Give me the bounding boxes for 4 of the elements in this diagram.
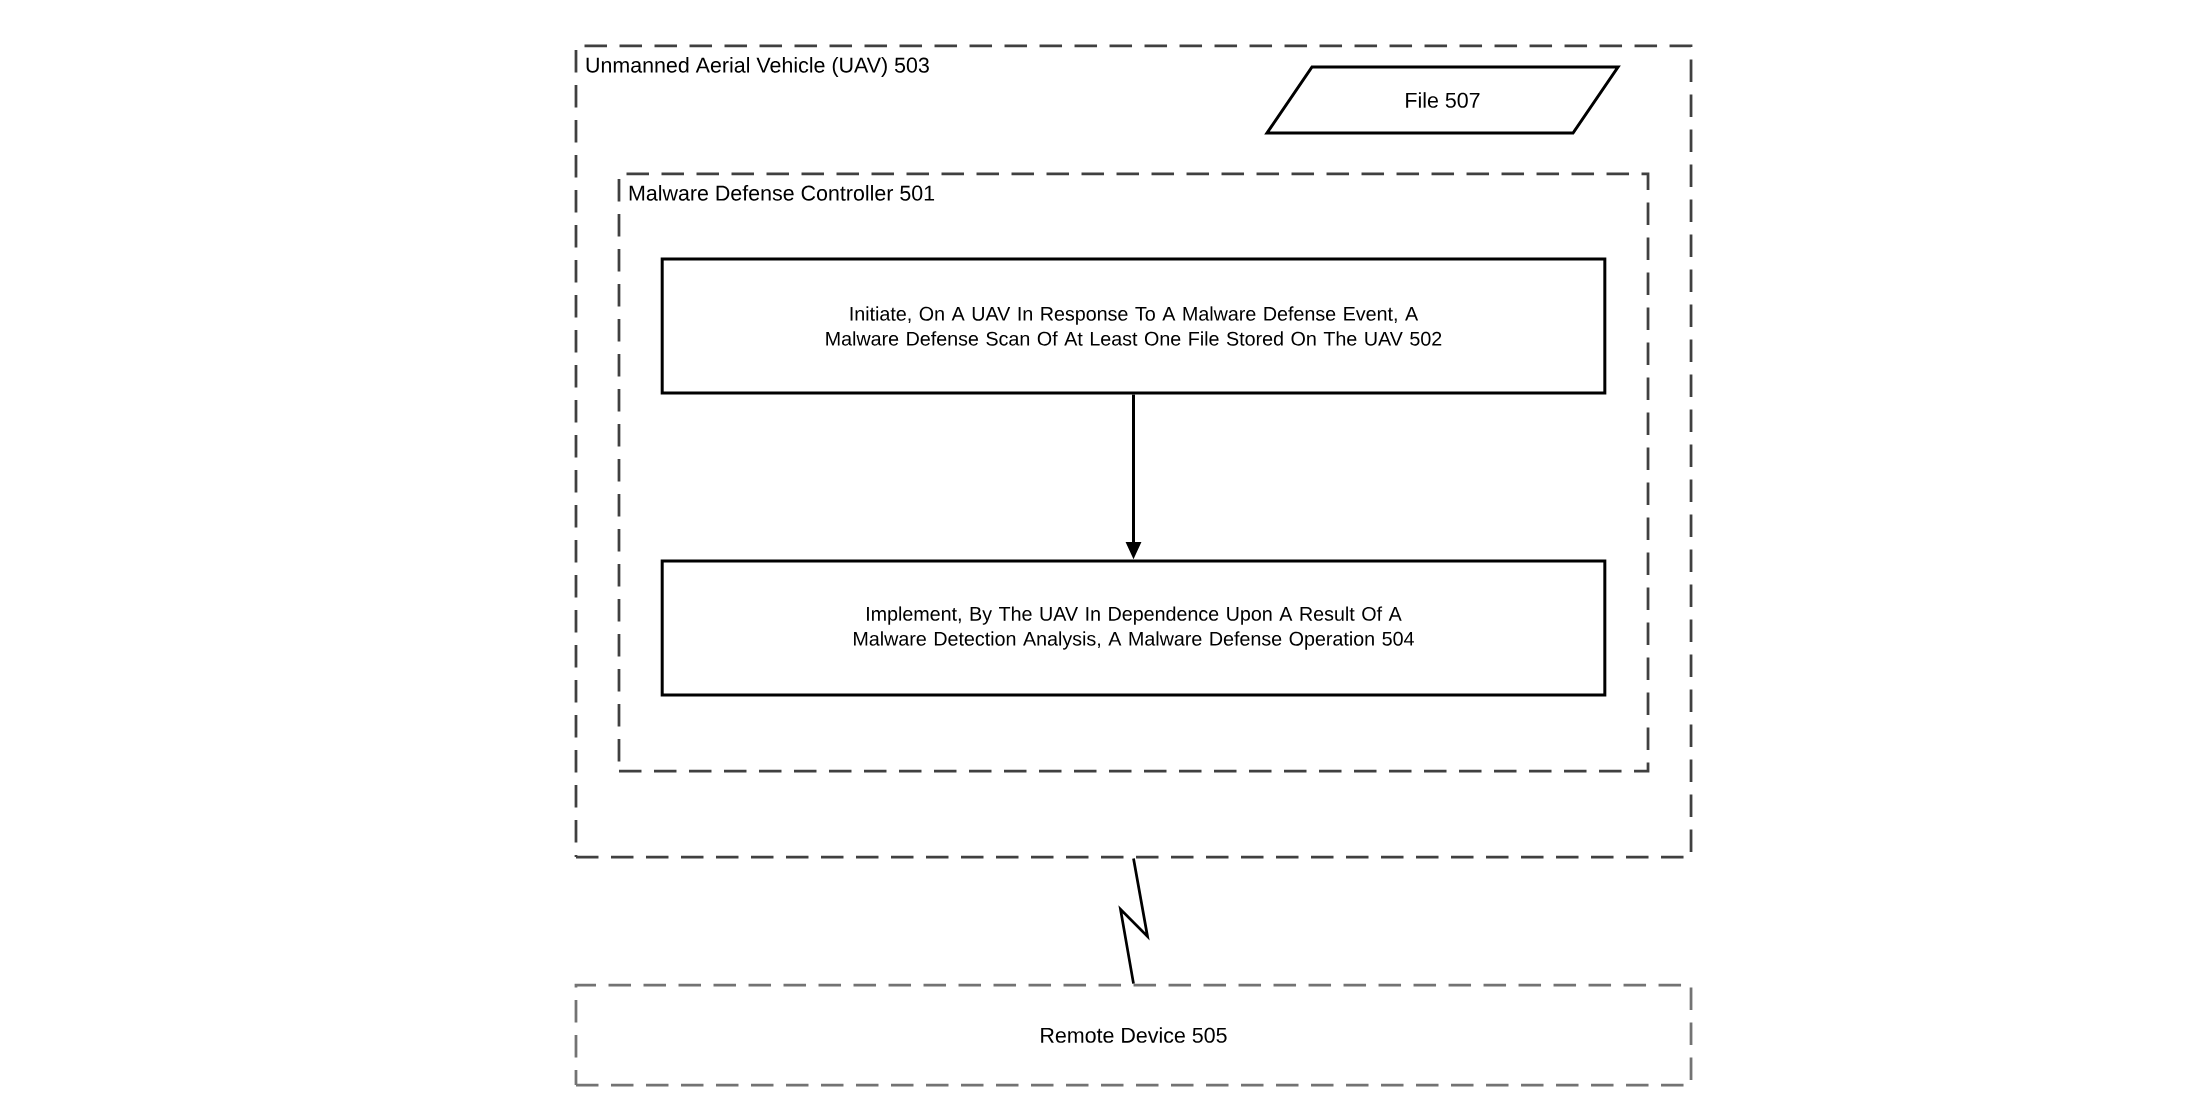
dashed-box: Remote Device 505 [574, 983, 1693, 1087]
process-box: Implement, By The UAV In Dependence Upon A Result Of A Malware Detection Analysis, A Malware Defense Operation 504 [660, 559, 1607, 697]
process-box: Initiate, On A UAV In Response To A Malware Defense Event, A Malware Defense Scan Of At Least One File Stored On The UAV 502 [660, 257, 1607, 395]
lightning-link [1118, 858, 1150, 984]
